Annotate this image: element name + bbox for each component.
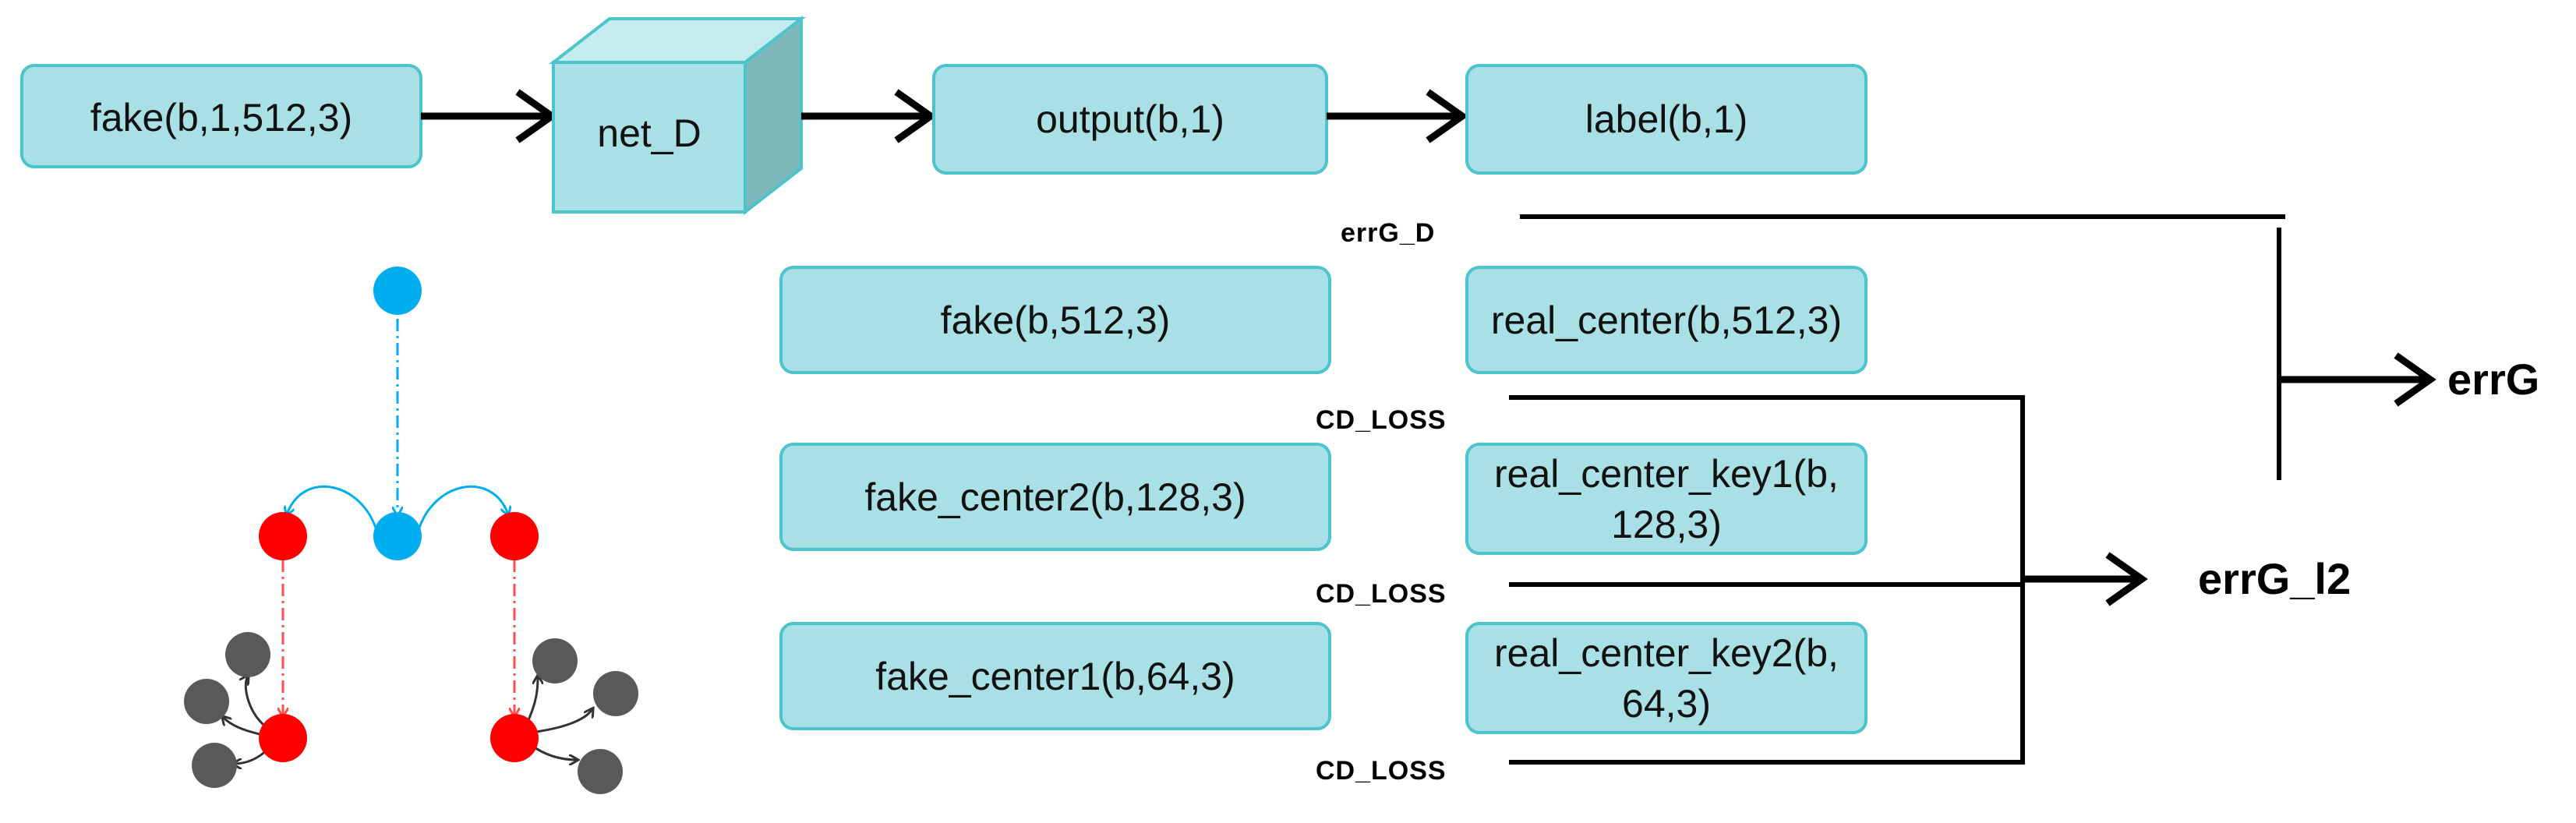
red-node-left-top: [259, 512, 307, 560]
blue-curve-right: [415, 485, 508, 537]
errg-l2-label: errG_l2: [2198, 554, 2351, 603]
gray-node-left-1: [225, 632, 270, 677]
fake-center1-label: fake_center1(b,64,3): [875, 655, 1235, 698]
gray-edge-left-1: [246, 676, 270, 730]
errg-d-label: errG_D: [1341, 218, 1435, 248]
real-center-key2-label-line2: 64,3): [1622, 682, 1711, 726]
arrow-to-errg-l2: [2023, 552, 2148, 606]
fake-center2-box: fake_center2(b,128,3): [779, 443, 1331, 551]
fake-box: fake(b,512,3): [779, 266, 1331, 374]
cd-loss-label-2: CD_LOSS: [1316, 579, 1447, 609]
real-center-key1-label-line2: 128,3): [1611, 503, 1722, 546]
fake-center1-box: fake_center1(b,64,3): [779, 622, 1331, 730]
blue-curve-left: [287, 485, 380, 537]
output-label: output(b,1): [1036, 97, 1224, 141]
cube-front-face: [552, 61, 747, 214]
real-center-key1-box: real_center_key1(b, 128,3): [1465, 443, 1868, 555]
fake-input-box: fake(b,1,512,3): [20, 64, 422, 168]
real-center-box: real_center(b,512,3): [1465, 266, 1868, 374]
arrow-to-errg: [2279, 352, 2436, 407]
label-label: label(b,1): [1585, 97, 1747, 141]
net-d-label: net_D: [597, 111, 701, 155]
output-box: output(b,1): [932, 64, 1328, 175]
net-d-cube: net_D: [549, 15, 806, 216]
fake-center2-label: fake_center2(b,128,3): [864, 475, 1246, 519]
fake-input-label: fake(b,1,512,3): [90, 96, 352, 140]
gray-node-left-3: [192, 743, 237, 788]
blue-center-node: [373, 512, 422, 560]
arrow-fake-to-netd: [421, 89, 558, 143]
real-center-key2-label-line1: real_center_key2(b,: [1494, 631, 1839, 675]
node-tree-illustration: [184, 267, 638, 794]
real-center-key2-box: real_center_key2(b, 64,3): [1465, 622, 1868, 734]
gray-node-right-3: [578, 749, 623, 794]
label-box: label(b,1): [1465, 64, 1868, 175]
blue-root-node: [373, 267, 422, 315]
cd-loss-label-1: CD_LOSS: [1316, 405, 1447, 435]
gray-node-left-2: [184, 679, 229, 724]
fake-label: fake(b,512,3): [941, 298, 1171, 342]
errg-label: errG: [2447, 355, 2539, 404]
gray-edge-right-3: [529, 743, 577, 760]
gray-node-right-1: [532, 638, 578, 683]
gray-edge-right-1: [525, 676, 538, 726]
red-node-left-bottom: [259, 714, 307, 762]
gray-node-right-2: [593, 671, 638, 716]
gray-edge-right-2: [529, 709, 592, 734]
red-node-right-top: [490, 512, 539, 560]
real-center-label: real_center(b,512,3): [1491, 298, 1842, 342]
arrow-output-to-label: [1327, 89, 1468, 143]
real-center-key1-label-line1: real_center_key1(b,: [1494, 452, 1839, 496]
cd-loss-label-3: CD_LOSS: [1316, 756, 1447, 786]
red-node-right-bottom: [490, 714, 539, 762]
arrow-netd-to-output: [801, 89, 937, 143]
